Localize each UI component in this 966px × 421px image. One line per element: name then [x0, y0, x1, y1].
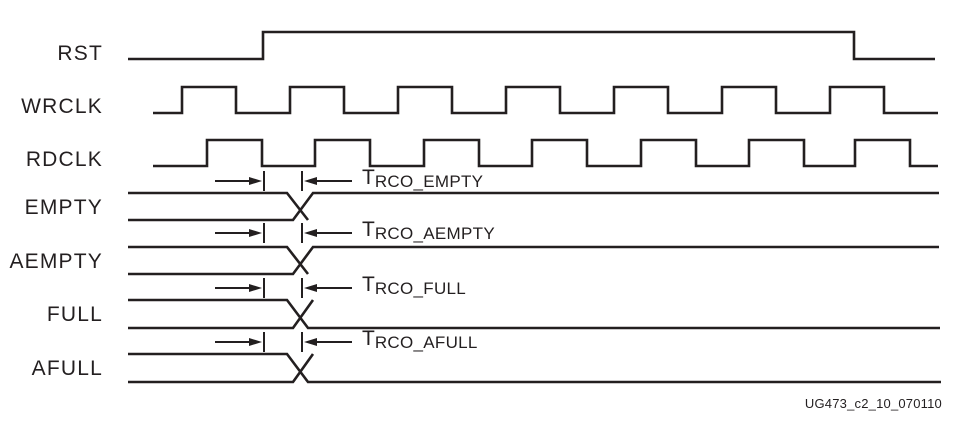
waveform-afull: [128, 352, 941, 384]
timing-arrow-rco-full-right-arrowhead-icon: [249, 284, 262, 292]
timing-param-label-rco-full: TRCO_FULL: [362, 273, 467, 298]
waveform-empty: [128, 191, 939, 222]
signal-label-aempty: AEMPTY: [9, 250, 103, 273]
timing-param-subscript: RCO_AEMPTY: [374, 224, 495, 243]
timing-param-prefix: T: [362, 218, 375, 241]
timing-param-subscript: RCO_FULL: [374, 279, 467, 298]
signal-label-rst: RST: [57, 42, 103, 65]
waveform-aempty: [128, 245, 939, 276]
timing-param-prefix: T: [362, 166, 375, 189]
timing-arrow-rco-empty-left-arrowhead-icon: [304, 177, 317, 185]
timing-arrow-rco-afull-right-arrowhead-icon: [249, 338, 262, 346]
timing-param-prefix: T: [362, 273, 375, 296]
timing-arrow-rco-full-left-arrowhead-icon: [304, 284, 317, 292]
signal-label-empty: EMPTY: [24, 196, 103, 219]
signal-label-wrclk: WRCLK: [21, 95, 103, 118]
waveform-rst: [128, 30, 935, 61]
signal-label-full: FULL: [46, 303, 103, 326]
signal-label-rdclk: RDCLK: [25, 148, 103, 171]
timing-arrow-rco-empty-right-arrowhead-icon: [249, 177, 262, 185]
timing-param-subscript: RCO_AFULL: [374, 333, 478, 352]
timing-param-subscript: RCO_EMPTY: [374, 172, 484, 191]
signal-label-afull: AFULL: [31, 357, 103, 380]
figure-reference-code: UG473_c2_10_070110: [804, 396, 942, 411]
waveform-wrclk: [153, 85, 938, 115]
timing-param-prefix: T: [362, 327, 375, 350]
timing-arrow-rco-afull-left-arrowhead-icon: [304, 338, 317, 346]
timing-arrow-rco-aempty-left-arrowhead-icon: [304, 229, 317, 237]
timing-param-label-rco-aempty: TRCO_AEMPTY: [362, 218, 495, 243]
waveform-full: [128, 298, 940, 330]
waveform-rdclk: [153, 138, 938, 168]
timing-arrow-rco-aempty-right-arrowhead-icon: [249, 229, 262, 237]
timing-param-label-rco-empty: TRCO_EMPTY: [362, 166, 484, 191]
timing-param-label-rco-afull: TRCO_AFULL: [362, 327, 478, 352]
